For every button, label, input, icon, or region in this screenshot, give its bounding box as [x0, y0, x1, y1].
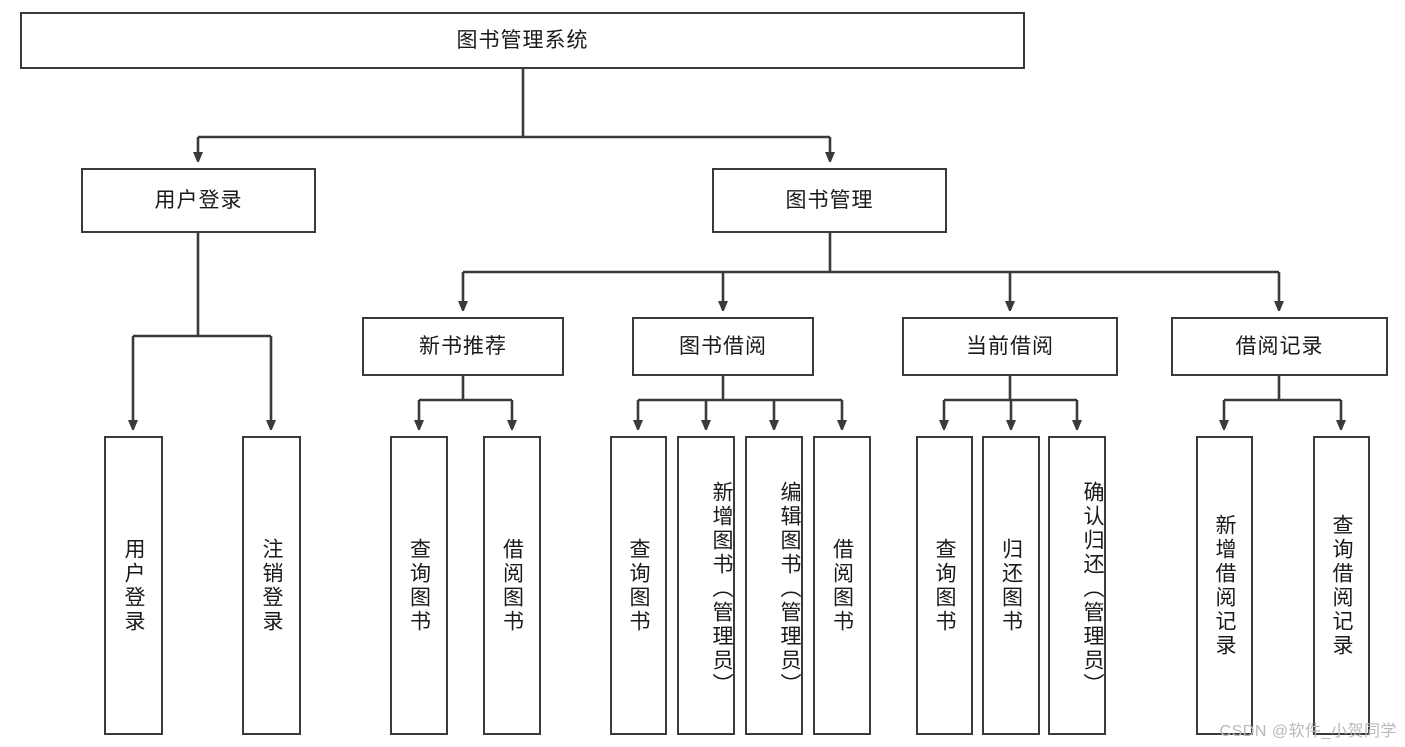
- leaf-label: 查询图书: [407, 537, 431, 634]
- node-book-borrow-label: 图书借阅: [679, 334, 767, 358]
- leaf-borrow-borrow-book[interactable]: 借阅图书: [813, 436, 871, 735]
- leaf-borrow-query-book[interactable]: 查询图书: [610, 436, 667, 735]
- leaf-borrow-edit-book-admin[interactable]: 编辑图书（管理员）: [745, 436, 803, 735]
- node-user-login-label: 用户登录: [154, 188, 243, 212]
- node-borrow-record-label: 借阅记录: [1235, 334, 1324, 358]
- node-book-management[interactable]: 图书管理: [712, 168, 947, 233]
- node-book-management-label: 图书管理: [785, 188, 874, 212]
- leaf-label: 借阅图书: [830, 537, 854, 634]
- leaf-label: 注销登录: [260, 537, 284, 634]
- leaf-current-confirm-return-admin[interactable]: 确认归还（管理员）: [1048, 436, 1106, 735]
- csdn-watermark: CSDN @软件_小贺同学: [1219, 723, 1397, 740]
- leaf-user-login-logout[interactable]: 注销登录: [242, 436, 301, 735]
- leaf-label: 新增借阅记录: [1213, 513, 1237, 658]
- leaf-recommend-query-book[interactable]: 查询图书: [390, 436, 448, 735]
- leaf-current-query-book[interactable]: 查询图书: [916, 436, 973, 735]
- node-root-label: 图书管理系统: [456, 28, 589, 52]
- node-book-borrow[interactable]: 图书借阅: [632, 317, 814, 376]
- leaf-recommend-borrow-book[interactable]: 借阅图书: [483, 436, 541, 735]
- leaf-label: 新增图书（管理员）: [710, 480, 733, 697]
- leaf-label: 编辑图书（管理员）: [778, 480, 801, 697]
- leaf-label: 归还图书: [999, 537, 1023, 634]
- leaf-record-query-record[interactable]: 查询借阅记录: [1313, 436, 1370, 735]
- leaf-current-return-book[interactable]: 归还图书: [982, 436, 1040, 735]
- leaf-label: 用户登录: [122, 537, 146, 634]
- node-borrow-record[interactable]: 借阅记录: [1171, 317, 1388, 376]
- node-current-borrow[interactable]: 当前借阅: [902, 317, 1118, 376]
- leaf-label: 查询借阅记录: [1330, 513, 1354, 658]
- node-user-login[interactable]: 用户登录: [81, 168, 316, 233]
- leaf-label: 确认归还（管理员）: [1081, 480, 1104, 697]
- node-current-borrow-label: 当前借阅: [966, 334, 1054, 358]
- node-new-book-recommend-label: 新书推荐: [419, 334, 507, 358]
- leaf-record-add-record[interactable]: 新增借阅记录: [1196, 436, 1253, 735]
- leaf-borrow-add-book-admin[interactable]: 新增图书（管理员）: [677, 436, 735, 735]
- leaf-user-login-login[interactable]: 用户登录: [104, 436, 163, 735]
- node-new-book-recommend[interactable]: 新书推荐: [362, 317, 564, 376]
- leaf-label: 借阅图书: [500, 537, 524, 634]
- leaf-label: 查询图书: [627, 537, 651, 634]
- node-root[interactable]: 图书管理系统: [20, 12, 1025, 69]
- leaf-label: 查询图书: [933, 537, 957, 634]
